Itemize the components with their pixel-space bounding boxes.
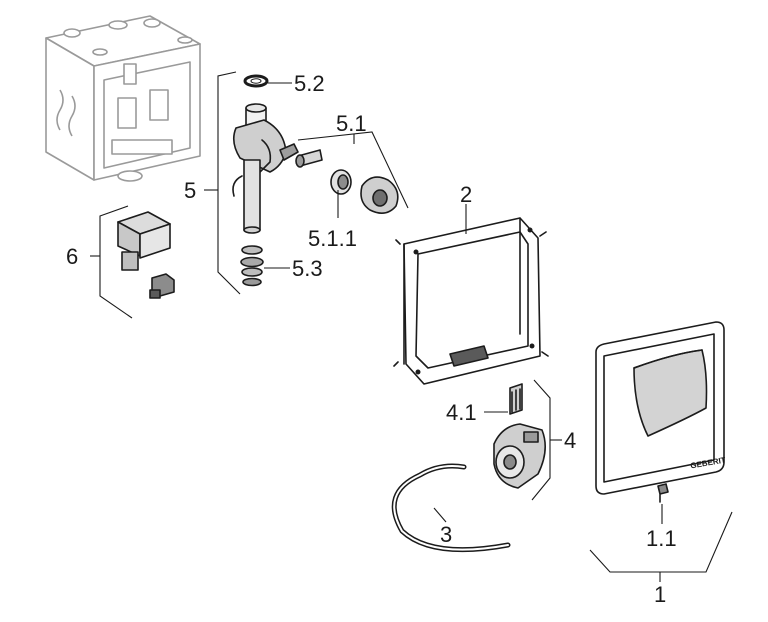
mounting-frame-part (393, 217, 549, 385)
leader-lines (90, 71, 733, 582)
callout-5: 5 (184, 178, 196, 203)
valve-body-part (232, 74, 299, 287)
solenoid-part (295, 149, 399, 214)
callout-4-1: 4.1 (446, 400, 477, 425)
electronic-module-part (493, 423, 546, 489)
connector-part (509, 383, 523, 415)
cable-part (391, 463, 511, 553)
callout-2: 2 (460, 182, 472, 207)
installation-box-ghost (45, 15, 201, 182)
callout-1-1: 1.1 (646, 526, 677, 551)
callout-5-1: 5.1 (336, 111, 367, 136)
callout-5-1-1: 5.1.1 (308, 226, 357, 251)
callout-3: 3 (440, 522, 452, 547)
callout-5-2: 5.2 (294, 71, 325, 96)
callout-labels: 5.2 5.1 5 5.1.1 6 5.3 2 4.1 4 3 1.1 1 (66, 71, 677, 607)
callout-1: 1 (654, 582, 666, 607)
actuator-plate-part: GEBERIT (595, 321, 726, 503)
bracket-part (117, 211, 175, 299)
callout-6: 6 (66, 244, 78, 269)
callout-4: 4 (564, 428, 576, 453)
callout-5-3: 5.3 (292, 256, 323, 281)
